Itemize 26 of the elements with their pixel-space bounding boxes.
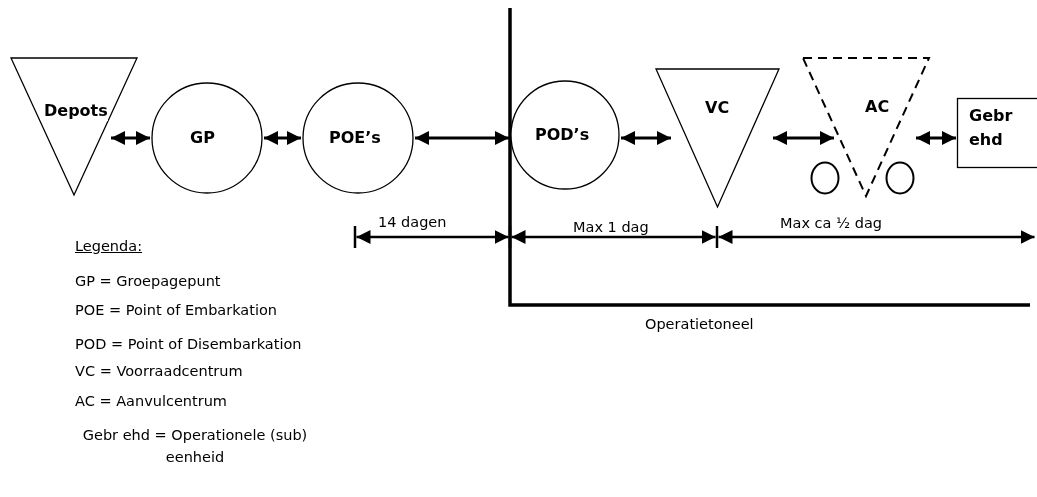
legend-entry: Gebr ehd = Operationele (sub) eenheid	[81, 426, 309, 467]
circle-node	[302, 82, 414, 194]
double-arrow	[773, 131, 834, 145]
dashed-triangle-node	[802, 57, 930, 197]
legend-heading: Legenda:	[75, 237, 143, 255]
small-circle	[810, 161, 840, 195]
double-arrow	[621, 131, 671, 145]
circle-node	[151, 82, 263, 194]
legend-entry: AC = Aanvulcentrum	[75, 392, 227, 410]
double-arrow	[415, 131, 509, 145]
legend-entry: GP = Groepagepunt	[75, 272, 221, 290]
zone-label: Operatietoneel	[645, 315, 754, 333]
legend-entry: VC = Voorraadcentrum	[75, 362, 243, 380]
small-circle	[885, 161, 915, 195]
triangle-node	[655, 68, 780, 208]
dimension-label: Max 1 dag	[573, 218, 649, 236]
node-label: Depots	[44, 101, 108, 121]
legend-entry: POD = Point of Disembarkation	[75, 335, 302, 353]
triangle-node	[10, 57, 138, 196]
double-arrow	[916, 131, 956, 145]
legend-entry: POE = Point of Embarkation	[75, 301, 278, 319]
double-arrow	[111, 131, 150, 145]
dimension-label: Max ca ½ dag	[780, 214, 882, 232]
double-arrow	[264, 131, 301, 145]
circle-node	[510, 80, 620, 190]
dimension-label: 14 dagen	[378, 213, 447, 231]
